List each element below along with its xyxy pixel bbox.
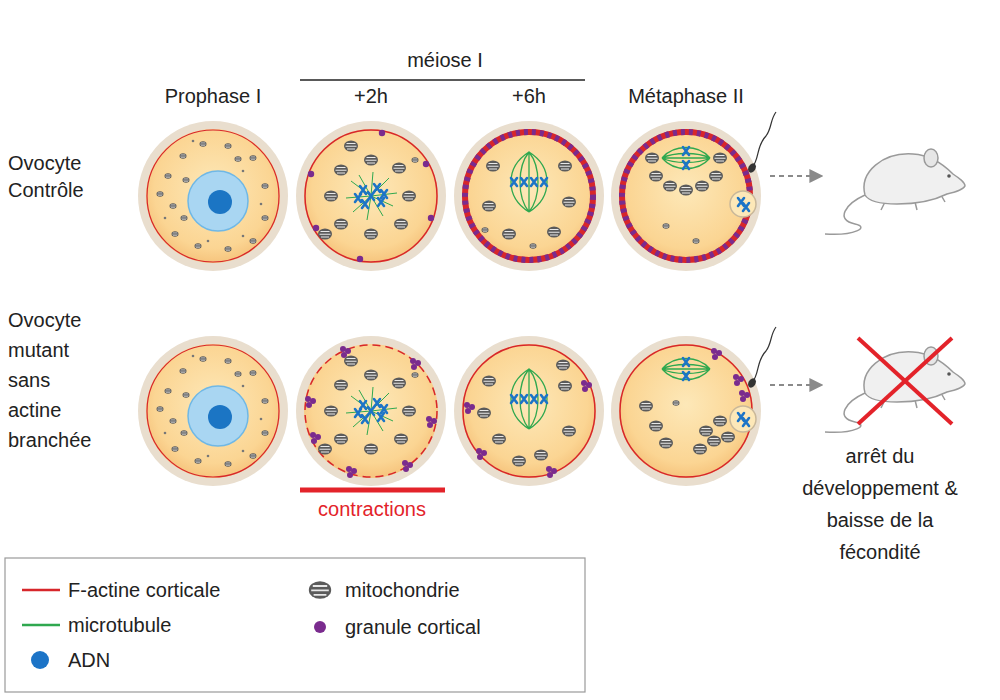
phase-header: méiose I xyxy=(375,48,515,72)
oocyte-cell xyxy=(611,112,776,271)
stage-label-text: +2h xyxy=(354,85,388,107)
contraction-label-text: contractions xyxy=(318,498,426,520)
oocyte-cell xyxy=(138,121,288,271)
legend-swatch xyxy=(31,651,49,669)
legend-entry: granule cortical xyxy=(345,615,481,639)
oocyte-cell xyxy=(296,336,446,486)
row-label-text: Ovocyte Contrôle xyxy=(8,152,84,201)
phase-header-text: méiose I xyxy=(407,49,483,71)
mouse-icon xyxy=(825,149,965,234)
legend-swatch xyxy=(314,621,326,633)
stage-label: +2h xyxy=(331,84,411,108)
legend-mito-sample xyxy=(309,581,331,599)
stage-label: Métaphase II xyxy=(606,84,766,108)
row-label: Ovocyte mutant sans actine branchée xyxy=(8,305,104,455)
legend-text: granule cortical xyxy=(345,616,481,638)
row-label: Ovocyte Contrôle xyxy=(8,150,104,204)
oocyte-cell xyxy=(138,336,288,486)
legend-text: microtubule xyxy=(68,614,171,636)
legend-line-sample xyxy=(22,589,60,592)
outcome-note-text: arrêt du développement & baisse de la fé… xyxy=(802,445,958,563)
contraction-label: contractions xyxy=(292,497,452,521)
legend-text: mitochondrie xyxy=(345,579,460,601)
outcome-arrow xyxy=(770,384,822,386)
outcome-arrow xyxy=(770,175,822,177)
stage-label: +6h xyxy=(489,84,569,108)
stage-label-text: Prophase I xyxy=(165,85,262,107)
legend-line-sample xyxy=(22,624,60,627)
phase-bracket xyxy=(300,79,585,81)
row-label-text: Ovocyte mutant sans actine branchée xyxy=(8,309,91,451)
oocyte-cell xyxy=(454,336,604,486)
legend-entry: ADN xyxy=(68,648,110,672)
stage-label: Prophase I xyxy=(138,84,288,108)
cross-mark xyxy=(858,338,952,424)
stage-label-text: Métaphase II xyxy=(628,85,744,107)
legend-text: F-actine corticale xyxy=(68,579,220,601)
legend-entry: microtubule xyxy=(68,613,171,637)
oocyte-cell xyxy=(296,121,446,271)
oocyte-cell xyxy=(611,327,776,486)
contraction-bar xyxy=(300,488,445,493)
legend-box xyxy=(5,558,585,692)
stage-label-text: +6h xyxy=(512,85,546,107)
oocyte-cell xyxy=(454,121,604,271)
legend-text: ADN xyxy=(68,649,110,671)
outcome-note: arrêt du développement & baisse de la fé… xyxy=(800,440,960,568)
legend-entry: F-actine corticale xyxy=(68,578,220,602)
legend-entry: mitochondrie xyxy=(345,578,460,602)
